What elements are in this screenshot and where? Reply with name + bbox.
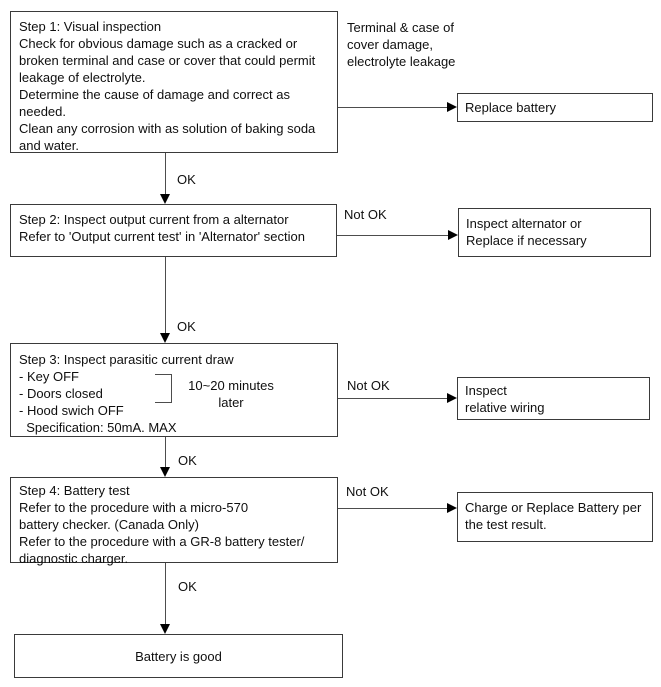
not-ok-label-step4: Not OK — [346, 484, 389, 499]
not-ok-label-step3: Not OK — [347, 378, 390, 393]
step1-text: Step 1: Visual inspection Check for obvi… — [19, 19, 316, 153]
step3-box: Step 3: Inspect parasitic current draw -… — [10, 343, 338, 437]
wait-note-step3: 10~20 minutes later — [188, 378, 274, 410]
result-box-replace-battery: Replace battery — [457, 93, 653, 122]
arrowhead-right-inspect-alternator — [448, 230, 458, 240]
connector-step1-step2-line — [165, 153, 166, 195]
result-inspect-alternator-text: Inspect alternator or Replace if necessa… — [466, 216, 587, 248]
final-box-battery-good: Battery is good — [14, 634, 343, 678]
connector-step2-step3-line — [165, 257, 166, 334]
connector-step4-final-line — [165, 563, 166, 625]
result-box-inspect-alternator: Inspect alternator or Replace if necessa… — [458, 208, 651, 257]
arrowhead-down-final — [160, 624, 170, 634]
result-replace-battery-text: Replace battery — [465, 100, 557, 115]
step2-text: Step 2: Inspect output current from a al… — [19, 212, 305, 244]
arrowhead-right-inspect-wiring — [447, 393, 457, 403]
step4-box: Step 4: Battery test Refer to the proced… — [10, 477, 338, 566]
ok-label-4: OK — [178, 579, 197, 594]
step3-text: Step 3: Inspect parasitic current draw -… — [19, 352, 234, 435]
result-inspect-wiring-text: Inspect relative wiring — [465, 383, 545, 415]
step3-bracket-vertical — [171, 374, 172, 403]
step2-box: Step 2: Inspect output current from a al… — [10, 204, 337, 257]
branch-line-step4 — [338, 508, 448, 509]
connector-step3-step4-line — [165, 437, 166, 468]
step4-text: Step 4: Battery test Refer to the proced… — [19, 483, 305, 566]
arrowhead-right-charge-replace — [447, 503, 457, 513]
branch-line-step2 — [337, 235, 449, 236]
not-ok-label-step2: Not OK — [344, 207, 387, 222]
ok-label-2: OK — [177, 319, 196, 334]
step3-bracket-bottom — [155, 402, 172, 403]
arrowhead-right-replace-battery — [447, 102, 457, 112]
result-charge-replace-text: Charge or Replace Battery per the test r… — [465, 500, 642, 532]
final-box-text: Battery is good — [135, 648, 222, 664]
result-box-inspect-wiring: Inspect relative wiring — [457, 377, 650, 420]
step1-box: Step 1: Visual inspection Check for obvi… — [10, 11, 338, 153]
branch-line-step3 — [338, 398, 448, 399]
result-box-charge-replace: Charge or Replace Battery per the test r… — [457, 492, 653, 542]
branch-line-step1 — [338, 107, 448, 108]
arrowhead-down-step4 — [160, 467, 170, 477]
step3-bracket-top — [155, 374, 172, 375]
arrowhead-down-step3 — [160, 333, 170, 343]
ok-label-3: OK — [178, 453, 197, 468]
arrowhead-down-step2 — [160, 194, 170, 204]
branch-label-step1: Terminal & case of cover damage, electro… — [347, 20, 456, 69]
ok-label-1: OK — [177, 172, 196, 187]
